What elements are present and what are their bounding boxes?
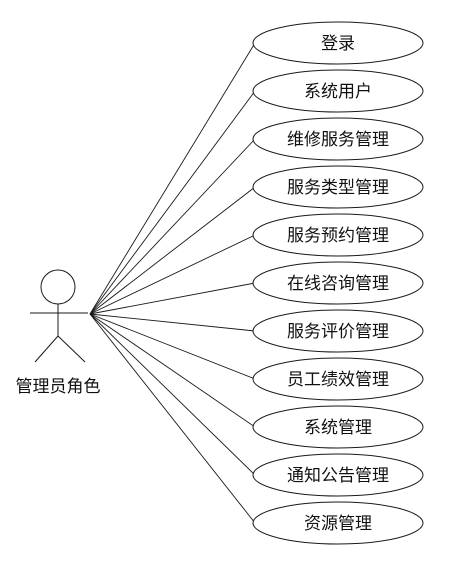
use-case-ellipse [252,117,424,161]
association-line [89,90,256,315]
use-case: 服务评价管理 [252,309,424,353]
use-case: 系统用户 [252,69,424,113]
actor-head [40,269,76,305]
association-line [89,282,256,315]
actor-leg-right [57,335,86,363]
use-case: 员工绩效管理 [252,357,424,401]
association-line [89,313,256,428]
use-case-label: 服务类型管理 [287,178,389,198]
use-case-ellipse [252,213,424,257]
use-case-ellipse [252,501,424,545]
association-line [89,138,256,315]
actor-leg-left [34,335,59,363]
use-case-label: 系统管理 [304,418,372,438]
use-case-label: 维修服务管理 [287,130,389,150]
use-case-ellipse [252,261,424,305]
association-line [89,313,256,380]
use-case-label: 服务预约管理 [287,226,389,246]
actor-figure: 管理员角色 [16,269,101,397]
use-case-ellipse [252,69,424,113]
use-case: 服务预约管理 [252,213,424,257]
use-case: 登录 [252,21,424,65]
use-case-label: 系统用户 [304,82,372,102]
association-line [89,313,256,332]
use-case-ellipse [252,21,424,65]
use-case: 资源管理 [252,501,424,545]
use-case: 通知公告管理 [252,453,424,497]
association-line [89,234,256,315]
use-case-label: 通知公告管理 [287,466,389,486]
use-case-ellipse [252,309,424,353]
association-line [89,313,256,524]
association-line [89,313,256,476]
actor-label: 管理员角色 [16,377,101,397]
use-case-ellipse [252,357,424,401]
use-case-label: 资源管理 [304,514,372,534]
association-lines [89,42,256,524]
use-case-ellipse [252,165,424,209]
use-case: 系统管理 [252,405,424,449]
association-line [89,42,256,315]
use-case: 服务类型管理 [252,165,424,209]
use-case-label: 登录 [321,34,355,54]
use-cases: 登录系统用户维修服务管理服务类型管理服务预约管理在线咨询管理服务评价管理员工绩效… [252,21,424,545]
use-case-ellipse [252,453,424,497]
use-case: 维修服务管理 [252,117,424,161]
use-case: 在线咨询管理 [252,261,424,305]
use-case-label: 服务评价管理 [287,322,389,342]
use-case-label: 员工绩效管理 [287,370,389,390]
association-line [89,186,256,315]
use-case-ellipse [252,405,424,449]
use-case-label: 在线咨询管理 [287,274,389,294]
